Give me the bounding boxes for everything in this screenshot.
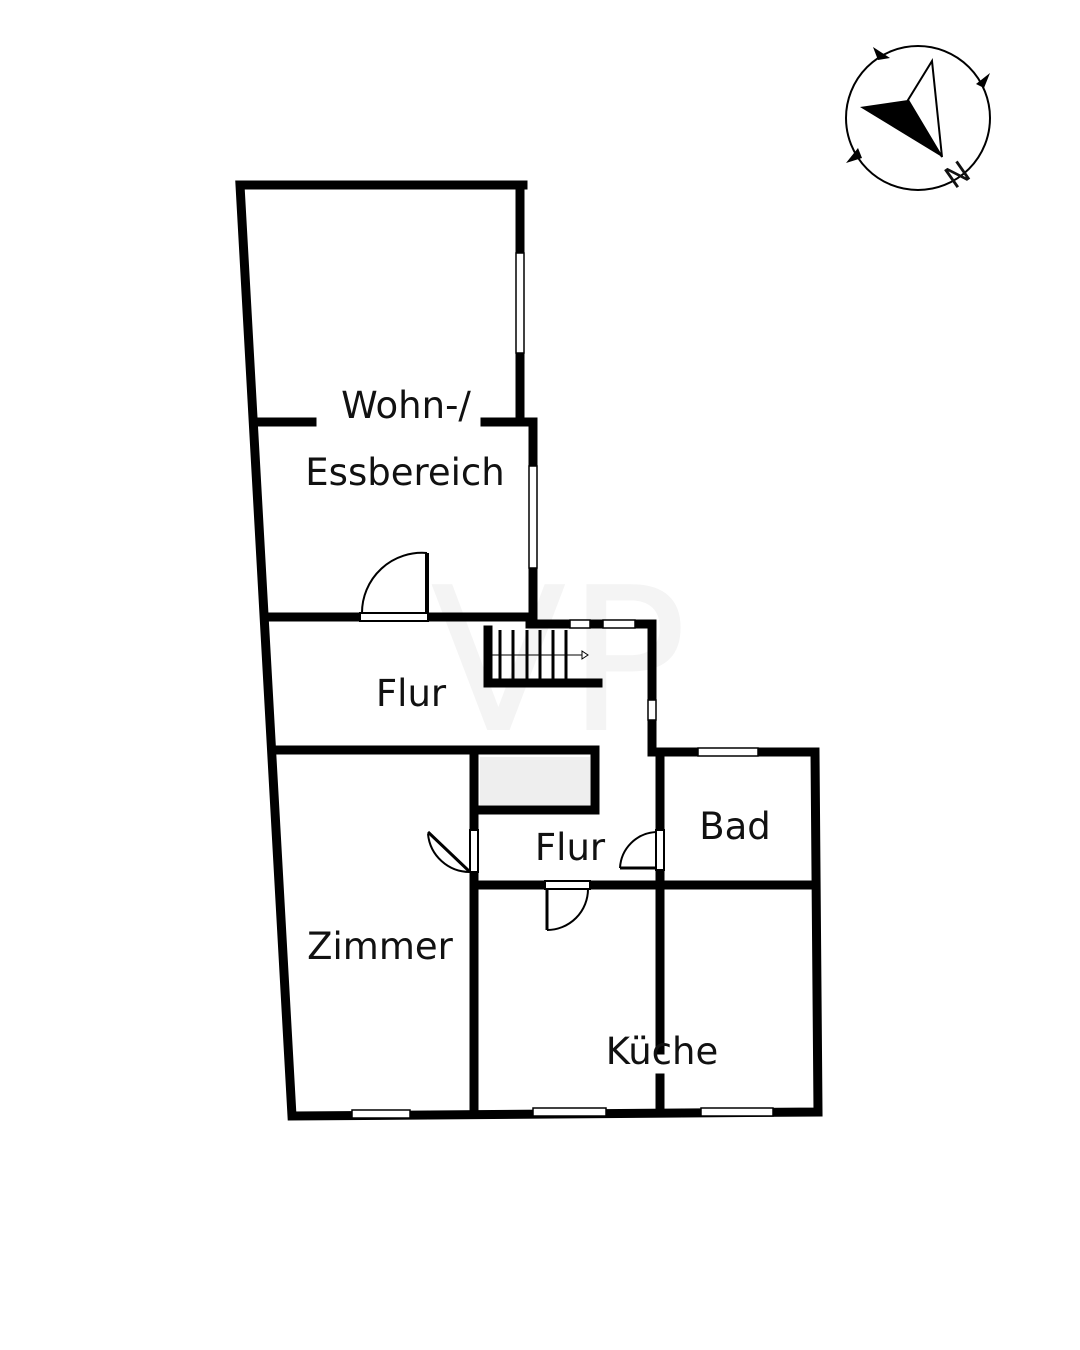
- room-label-hall-lower: Flur: [534, 826, 606, 869]
- storage-niche: [480, 757, 590, 805]
- doors: [359, 551, 665, 931]
- window: [647, 699, 657, 721]
- room-label-room: Zimmer: [307, 925, 453, 968]
- door-bath: [655, 829, 665, 871]
- watermark-logo: VP: [430, 545, 687, 778]
- outer-wall: [235, 180, 823, 1121]
- room-label-living: Wohn-/: [341, 384, 471, 427]
- room-label-living-2: Essbereich: [305, 451, 505, 494]
- walls: [235, 180, 823, 1121]
- room-label-hall-upper: Flur: [375, 672, 447, 715]
- window: [569, 619, 591, 629]
- stairs: [492, 630, 589, 680]
- windows: [351, 252, 774, 1119]
- door-living: [359, 612, 429, 622]
- window: [351, 1109, 411, 1119]
- window: [602, 619, 636, 629]
- window: [532, 1107, 607, 1117]
- door-room: [469, 829, 479, 873]
- window: [515, 252, 525, 354]
- door-kitchen: [544, 880, 591, 890]
- compass-icon: [845, 45, 991, 191]
- room-label-kitchen: Küche: [605, 1030, 719, 1073]
- window: [697, 747, 759, 757]
- stair-arrow-icon: [581, 650, 589, 660]
- room-label-bath: Bad: [699, 805, 771, 848]
- window: [700, 1107, 774, 1117]
- window: [528, 465, 538, 569]
